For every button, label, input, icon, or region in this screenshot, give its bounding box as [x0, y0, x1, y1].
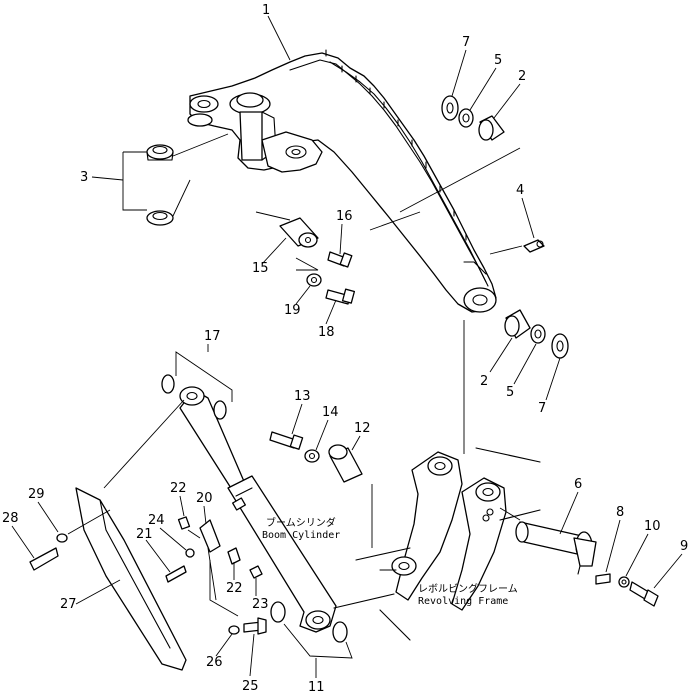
callout-23: 23	[252, 597, 269, 612]
callout-14: 14	[322, 405, 339, 420]
callout-9: 9	[680, 539, 688, 554]
callout-24: 24	[148, 513, 165, 528]
callout-19: 19	[284, 303, 301, 318]
callout-27: 27	[60, 597, 77, 612]
boom-cylinder-label-jp: ブームシリンダ	[266, 516, 336, 529]
callout-18: 18	[318, 325, 335, 340]
callout-7-lower: 7	[538, 401, 546, 416]
callout-5-upper: 5	[494, 53, 502, 68]
callout-29: 29	[28, 487, 45, 502]
callout-2-lower: 2	[480, 374, 488, 389]
callout-20: 20	[196, 491, 213, 506]
callout-16: 16	[336, 209, 353, 224]
revolving-frame-label-jp: レボルビングフレーム	[418, 582, 518, 595]
callout-11: 11	[308, 680, 325, 694]
callout-7-upper: 7	[462, 35, 470, 50]
callout-2-upper: 2	[518, 69, 526, 84]
boom-cylinder-label-en: Boom Cylinder	[262, 530, 340, 541]
callout-13: 13	[294, 389, 311, 404]
boom-foot-pin-assembly	[515, 521, 659, 607]
small-hardware	[29, 374, 348, 643]
callout-28: 28	[2, 511, 19, 526]
callout-4: 4	[516, 183, 524, 198]
foot-bushings	[146, 144, 174, 226]
boom	[187, 49, 497, 313]
callout-25: 25	[242, 679, 259, 694]
revolving-frame-label-en: Revolving Frame	[418, 596, 508, 607]
callout-21: 21	[136, 527, 153, 542]
cylinder-pin-parts	[279, 217, 356, 305]
boom-cylinder	[179, 386, 337, 633]
callout-22-lower: 22	[226, 581, 243, 596]
callout-17: 17	[204, 329, 221, 344]
cover-plate	[75, 487, 187, 671]
text-labels: ブームシリンダ Boom Cylinder レボルビングフレーム Revolvi…	[262, 516, 518, 607]
callout-6: 6	[574, 477, 582, 492]
callout-3: 3	[80, 170, 88, 185]
callout-15: 15	[252, 261, 269, 276]
tip-bushings	[441, 95, 569, 359]
callout-8: 8	[616, 505, 624, 520]
assembly-lines	[67, 133, 523, 659]
callout-12: 12	[354, 421, 371, 436]
callout-22-upper: 22	[170, 481, 187, 496]
callout-26: 26	[206, 655, 223, 670]
cylinder-head-pin-parts	[269, 431, 363, 483]
revolving-frame	[333, 447, 541, 641]
callout-10: 10	[644, 519, 661, 534]
callouts: 1 2 2 3 4 5 5 6 7 7 8 9 10 11 12 13 14	[2, 3, 688, 694]
callout-5-lower: 5	[506, 385, 514, 400]
callout-1: 1	[262, 3, 270, 18]
